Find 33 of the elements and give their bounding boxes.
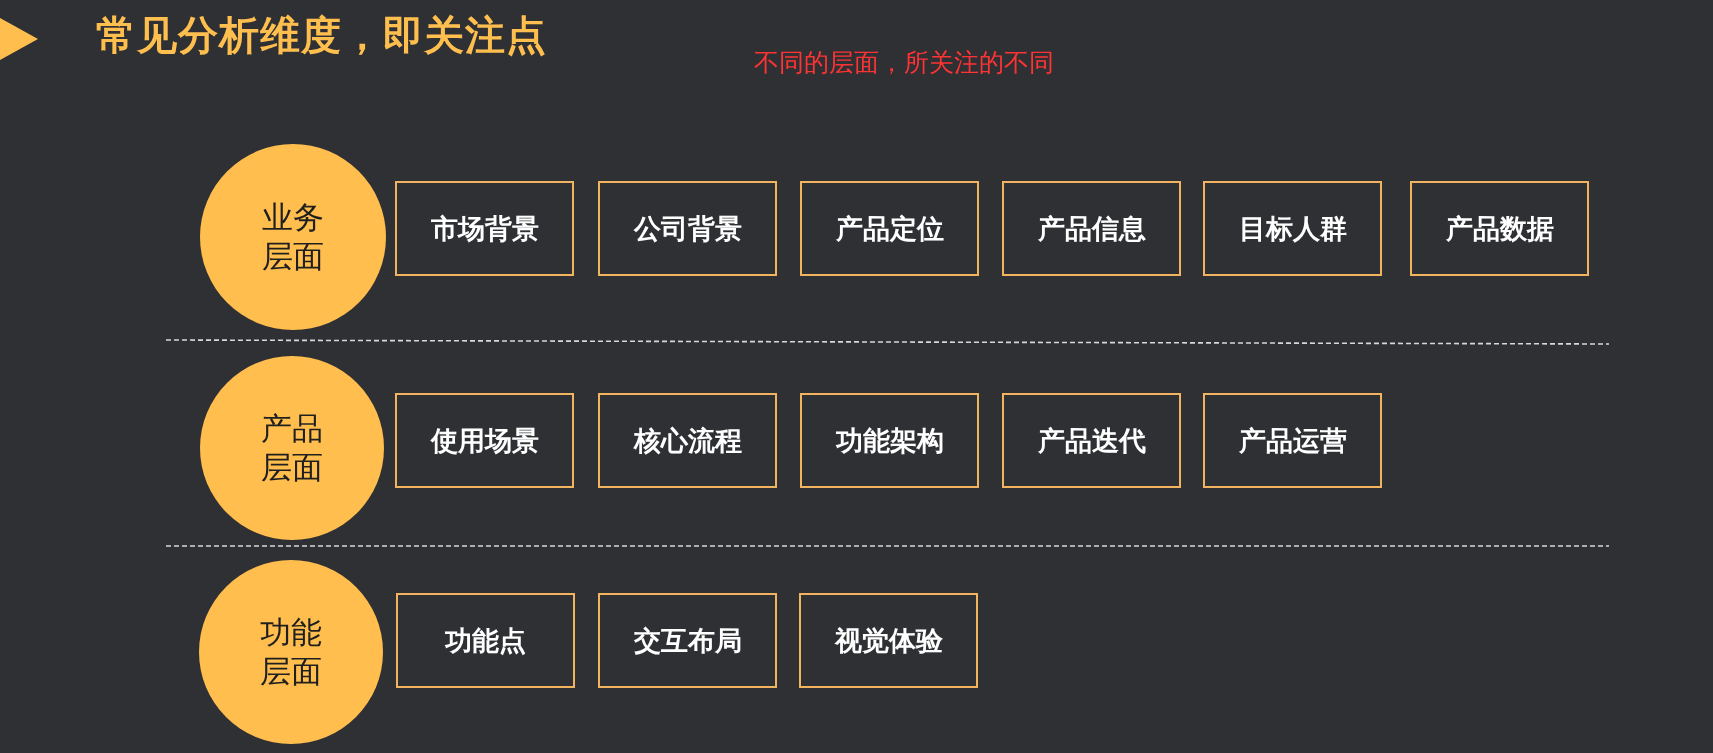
aspect-box <box>598 393 777 488</box>
aspect-box <box>1410 181 1589 276</box>
aspect-box <box>598 181 777 276</box>
aspect-label: 功能点 <box>445 623 526 658</box>
aspect-box <box>395 393 574 488</box>
aspect-box <box>1002 181 1181 276</box>
aspect-box <box>395 181 574 276</box>
aspect-label: 目标人群 <box>1238 211 1347 246</box>
annotation-note: 不同的层面，所关注的不同 <box>754 47 1054 79</box>
aspect-label: 公司背景 <box>633 211 742 246</box>
aspect-label: 功能架构 <box>835 423 944 458</box>
aspect-label: 产品迭代 <box>1037 423 1146 458</box>
aspect-box <box>800 393 979 488</box>
page-title: 常见分析维度，即关注点 <box>96 11 547 60</box>
aspect-label: 产品定位 <box>835 211 944 246</box>
aspect-label: 核心流程 <box>633 423 742 458</box>
aspect-label: 产品信息 <box>1037 211 1146 246</box>
layer-title: 业务层面 <box>261 198 325 276</box>
aspect-label: 交互布局 <box>633 623 742 658</box>
aspect-label: 产品数据 <box>1445 211 1554 246</box>
aspect-label: 使用场景 <box>430 423 539 458</box>
aspect-box <box>598 593 777 688</box>
aspect-box <box>1203 393 1382 488</box>
aspect-box <box>799 593 978 688</box>
aspect-box <box>1002 393 1181 488</box>
aspect-box <box>1203 181 1382 276</box>
layer-title: 功能层面 <box>259 613 323 691</box>
aspect-box <box>800 181 979 276</box>
layer-title: 产品层面 <box>260 409 324 487</box>
aspect-box <box>396 593 575 688</box>
aspect-label: 视觉体验 <box>834 623 943 658</box>
aspect-label: 产品运营 <box>1238 423 1347 458</box>
aspect-label: 市场背景 <box>430 211 539 246</box>
